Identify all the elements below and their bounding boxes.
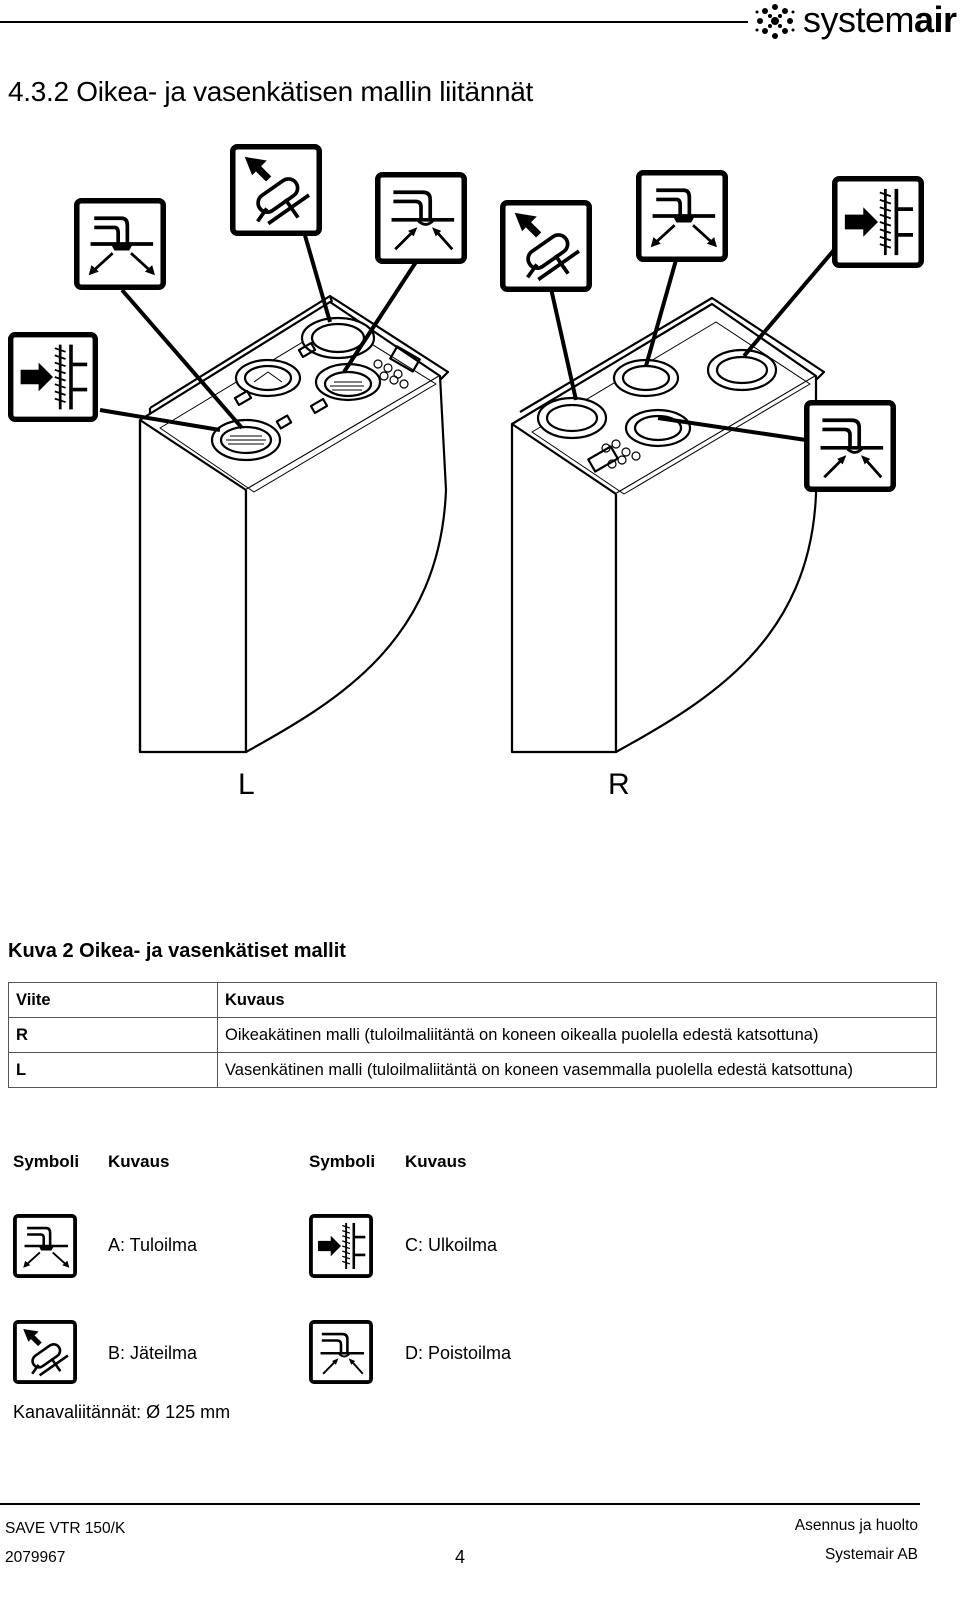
footer-doc-number: 2079967: [5, 1549, 66, 1566]
footer-rule: [0, 1503, 920, 1505]
brand-name: systemair: [803, 0, 957, 40]
right-unit-label: R: [608, 768, 630, 801]
page-number: 4: [455, 1547, 466, 1567]
table-header-row: Viite Kuvaus: [8, 982, 937, 1018]
symbol-label: A: Tuloilma: [108, 1235, 198, 1255]
footer-doc-type: Asennus ja huolto: [794, 1517, 918, 1534]
right-unit: [510, 296, 826, 754]
unit-illustration: [0, 140, 960, 754]
symbol-label: C: Ulkoilma: [405, 1235, 498, 1255]
symbol-label: D: Poistoilma: [405, 1343, 512, 1363]
symbol-label: B: Jäteilma: [108, 1343, 198, 1363]
left-unit: [138, 294, 450, 754]
outdoor-air-icon: [309, 1214, 373, 1278]
table-row: R Oikeakätinen malli (tuloilmaliitäntä o…: [8, 1017, 937, 1053]
duct-note: Kanavaliitännät: Ø 125 mm: [13, 1402, 231, 1422]
ref-cell: L: [8, 1052, 218, 1088]
footer-product: SAVE VTR 150/K: [5, 1520, 126, 1537]
footer-company: Systemair AB: [824, 1546, 918, 1563]
table-header-cell: Viite: [8, 982, 218, 1018]
section-title: 4.3.2 Oikea- ja vasenkätisen mallin liit…: [8, 76, 534, 107]
description-header: Kuvaus: [108, 1152, 170, 1171]
supply-air-icon: [13, 1214, 77, 1278]
reference-table: Viite Kuvaus R Oikeakätinen malli (tuloi…: [8, 982, 937, 1088]
desc-cell: Oikeakätinen malli (tuloilmaliitäntä on …: [217, 1017, 937, 1053]
table-header-cell: Kuvaus: [217, 982, 937, 1018]
description-header: Kuvaus: [405, 1152, 467, 1171]
table-row: L Vasenkätinen malli (tuloilmaliitäntä o…: [8, 1052, 937, 1088]
left-unit-label: L: [238, 768, 255, 801]
figure-caption: Kuva 2 Oikea- ja vasenkätiset mallit: [8, 940, 346, 962]
symbol-header: Symboli: [309, 1152, 376, 1171]
brand-dots-icon: [755, 4, 795, 39]
ref-cell: R: [8, 1017, 218, 1053]
header-rule: [0, 21, 748, 23]
exhaust-air-icon: [13, 1320, 77, 1384]
brand-logo: systemair: [753, 0, 957, 44]
extract-air-icon: [309, 1320, 373, 1384]
desc-cell: Vasenkätinen malli (tuloilmaliitäntä on …: [217, 1052, 937, 1088]
symbol-header: Symboli: [13, 1152, 80, 1171]
